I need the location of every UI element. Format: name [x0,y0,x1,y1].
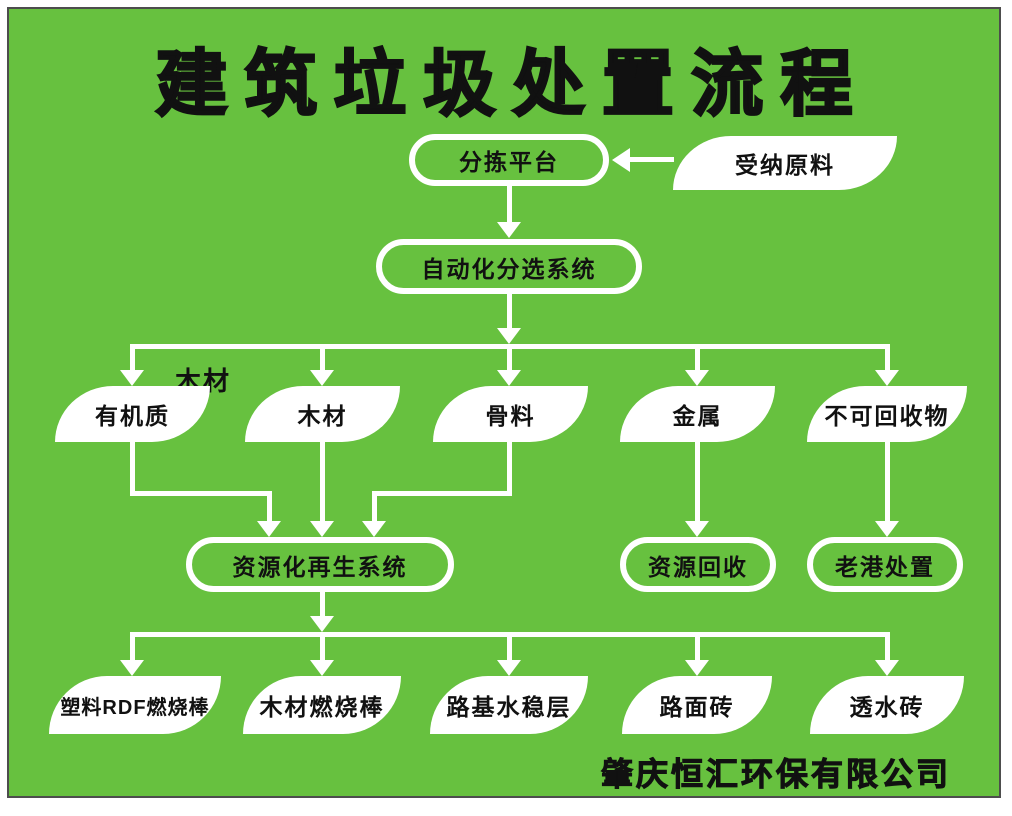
node-wood-label: 木材 [297,403,348,429]
arrowhead-branch2-pavement [685,660,709,676]
arrowhead-recycling-to-branch2 [310,616,334,632]
node-plastic-rdf-rod-label: 塑料RDF燃烧棒 [60,696,210,719]
connector-organics-elbow-v2 [267,491,272,522]
connector-received-to-sorting [630,157,674,162]
arrowhead-wood-to-recycling [310,521,334,537]
connector-aggregate-elbow-v1 [507,442,512,496]
arrowhead-branch2-wood-rod [310,660,334,676]
company-name: 肇庆恒汇环保有限公司 [600,756,951,793]
flowchart-panel: 建筑垃圾处置流程 分拣平台 受纳原料 自动化分选系统 木材 有机质 木材 骨料 … [7,7,1001,798]
node-aggregate: 骨料 [433,386,588,442]
node-resource-recovery: 资源回收 [620,537,776,592]
node-pavement-brick: 路面砖 [622,676,772,734]
node-sorting-platform-label: 分拣平台 [459,149,559,175]
node-sorting-platform: 分拣平台 [409,134,609,186]
node-laogang-disposal-label: 老港处置 [835,553,935,580]
connector-branch2-permeable [885,632,890,660]
node-aggregate-label: 骨料 [485,403,536,429]
node-received-material-label: 受纳原料 [735,152,835,178]
connector-aggregate-elbow-h [372,491,512,496]
connector-wood-to-recycling [320,442,325,521]
node-roadbed-layer: 路基水稳层 [430,676,588,734]
node-auto-sorting-system-label: 自动化分选系统 [421,255,597,282]
connector-nonrecyclable-to-laogang [885,442,890,521]
node-non-recyclable-label: 不可回收物 [824,403,950,429]
arrowhead-branch2-permeable [875,660,899,676]
node-roadbed-layer-label: 路基水稳层 [446,694,572,720]
arrowhead-organics-to-recycling [257,521,281,537]
node-auto-sorting-system: 自动化分选系统 [376,239,642,294]
connector-branch2-wood-rod [320,632,325,660]
poster-title: 建筑垃圾处置流程 [154,44,870,127]
node-permeable-brick-label: 透水砖 [849,694,925,720]
node-permeable-brick: 透水砖 [810,676,964,734]
connector-branch1-organics [130,344,135,372]
arrowhead-branch1-aggregate [497,370,521,386]
node-metal: 金属 [620,386,775,442]
connector-branch1-nonrecyclable [885,344,890,372]
connector-branch1-metal [695,344,700,372]
connector-branch1-aggregate [507,344,512,372]
connector-metal-to-recovery [695,442,700,521]
node-non-recyclable: 不可回收物 [807,386,967,442]
node-organics-label: 有机质 [95,403,170,429]
connector-recycling-to-branch2 [320,592,325,617]
node-metal-label: 金属 [672,403,723,429]
arrowhead-branch1-nonrecyclable [875,370,899,386]
arrowhead-received-to-sorting [612,148,630,172]
node-recycling-system-label: 资源化再生系统 [232,553,408,580]
node-wood-rod: 木材燃烧棒 [243,676,401,734]
arrowhead-branch1-wood [310,370,334,386]
arrowhead-metal-to-recovery [685,521,709,537]
arrowhead-autosort-to-branch1 [497,328,521,344]
node-recycling-system: 资源化再生系统 [186,537,454,592]
arrowhead-nonrecyclable-to-laogang [875,521,899,537]
connector-branch1-wood [320,344,325,372]
connector-branch2-pavement [695,632,700,660]
node-organics: 有机质 [55,386,210,442]
node-plastic-rdf-rod: 塑料RDF燃烧棒 [49,676,221,734]
node-wood: 木材 [245,386,400,442]
connector-sorting-to-autosort [507,186,512,222]
arrowhead-branch2-plastic-rdf [120,660,144,676]
connector-organics-elbow-h [130,491,272,496]
connector-branch2-plastic-rdf [130,632,135,660]
connector-organics-elbow-v1 [130,442,135,496]
arrowhead-branch1-metal [685,370,709,386]
node-wood-rod-label: 木材燃烧棒 [259,694,385,720]
connector-branch2-roadbed [507,632,512,660]
arrowhead-branch1-organics [120,370,144,386]
connector-aggregate-elbow-v2 [372,491,377,522]
arrowhead-sorting-to-autosort [497,222,521,238]
node-pavement-brick-label: 路面砖 [659,694,735,720]
node-resource-recovery-label: 资源回收 [648,553,748,580]
arrowhead-aggregate-to-recycling [362,521,386,537]
connector-autosort-to-branch1 [507,294,512,328]
node-received-material: 受纳原料 [673,136,897,190]
node-laogang-disposal: 老港处置 [807,537,963,592]
arrowhead-branch2-roadbed [497,660,521,676]
